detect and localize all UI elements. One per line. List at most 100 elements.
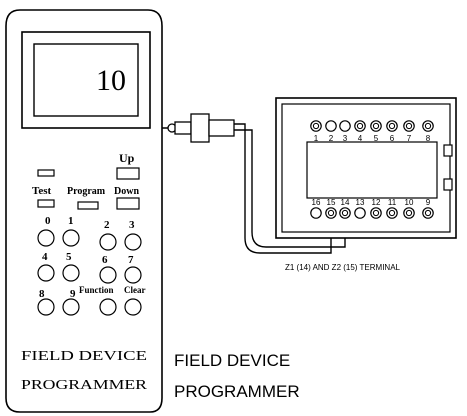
test-key-label: Test	[32, 185, 51, 197]
down-key[interactable]	[116, 197, 140, 210]
top-terminal-4: 4	[354, 120, 366, 143]
top-terminal-2: 2	[325, 120, 337, 143]
key-5[interactable]	[62, 264, 80, 282]
top-terminal-5-label: 5	[374, 134, 379, 143]
terminal-tab-top	[443, 144, 453, 157]
caption-line2: PROGRAMMER	[174, 382, 300, 401]
top-terminal-7-label: 7	[407, 134, 412, 143]
key-6-label: 6	[102, 254, 108, 266]
plug-handle	[208, 119, 235, 137]
bottom-terminal-15: 15	[325, 198, 337, 219]
bottom-terminal-14-label: 14	[341, 198, 350, 207]
key-0[interactable]	[37, 229, 55, 247]
top-terminal-3-label: 3	[343, 134, 348, 143]
key-1-label: 1	[68, 215, 74, 227]
bottom-terminal-10-screw	[405, 209, 413, 217]
bottom-terminal-15-screw	[327, 209, 335, 217]
terminal-center-panel	[306, 141, 438, 199]
clear-key-label: Clear	[124, 285, 146, 295]
program-key[interactable]	[77, 201, 99, 210]
key-7-label: 7	[128, 254, 134, 266]
top-terminal-5-screw	[372, 122, 380, 130]
top-terminal-8-screw	[424, 122, 432, 130]
display-value: 10	[96, 64, 126, 97]
bottom-terminal-13-ring	[354, 207, 366, 219]
test-key[interactable]	[37, 199, 55, 208]
key-8[interactable]	[37, 298, 55, 316]
bottom-terminal-13-label: 13	[356, 198, 365, 207]
device-title-line1: FIELD DEVICE	[21, 349, 147, 364]
key-8-label: 8	[39, 288, 45, 300]
bottom-terminal-10-label: 10	[405, 198, 414, 207]
top-terminal-4-label: 4	[358, 134, 363, 143]
bottom-terminal-12-screw	[372, 209, 380, 217]
top-terminal-7-screw	[405, 122, 413, 130]
top-terminal-3-ring	[339, 120, 351, 132]
top-terminal-4-screw	[356, 122, 364, 130]
clear-key[interactable]	[124, 298, 142, 316]
up-key-label: Up	[119, 151, 135, 165]
caption-line1: FIELD DEVICE	[174, 351, 290, 370]
top-terminal-1-screw	[312, 122, 320, 130]
program-key-label: Program	[67, 186, 106, 197]
function-key[interactable]	[99, 298, 117, 316]
bottom-terminal-9-label: 9	[426, 198, 431, 207]
terminal-caption: Z1 (14) AND Z2 (15) TERMINAL	[285, 263, 401, 272]
top-terminal-5: 5	[370, 120, 382, 143]
top-terminal-1: 1	[310, 120, 322, 143]
terminal-tab-bottom	[443, 178, 453, 191]
plug-body	[190, 113, 210, 143]
key-4-label: 4	[42, 251, 48, 263]
bottom-terminal-14-screw	[341, 209, 349, 217]
key-2[interactable]	[99, 233, 117, 251]
key-4[interactable]	[37, 264, 55, 282]
key-7[interactable]	[124, 266, 142, 284]
up-key[interactable]	[116, 167, 140, 180]
top-terminal-1-label: 1	[314, 134, 319, 143]
key-9[interactable]	[62, 298, 80, 316]
bottom-terminal-14: 14	[339, 198, 351, 219]
down-key-label: Down	[114, 186, 139, 197]
key-3[interactable]	[124, 233, 142, 251]
key-3-label: 3	[129, 219, 135, 231]
top-terminal-8: 8	[422, 120, 434, 143]
key-1[interactable]	[62, 229, 80, 247]
key-2-label: 2	[104, 219, 110, 231]
top-terminal-6-screw	[388, 122, 396, 130]
top-terminal-2-label: 2	[329, 134, 334, 143]
function-key-label: Function	[79, 285, 114, 295]
top-terminal-8-label: 8	[426, 134, 431, 143]
top-terminal-2-ring	[325, 120, 337, 132]
top-terminal-6: 6	[386, 120, 398, 143]
plug-sleeve	[174, 121, 192, 135]
bottom-terminal-13: 13	[354, 198, 366, 219]
key-0-label: 0	[45, 215, 51, 227]
bottom-terminal-9: 9	[422, 198, 434, 219]
bottom-terminal-16: 16	[310, 198, 322, 219]
bottom-terminal-11-label: 11	[388, 198, 397, 207]
top-terminal-6-label: 6	[390, 134, 395, 143]
bottom-terminal-12: 12	[370, 198, 382, 219]
programmer-device: 10 Up Test Program Down 0 1 2 3 4 5 6 7 …	[5, 9, 163, 413]
top-terminal-7: 7	[403, 120, 415, 143]
key-9-label: 9	[70, 288, 76, 300]
bottom-terminal-11: 11	[386, 198, 398, 219]
key-5-label: 5	[66, 251, 72, 263]
display-screen	[33, 43, 139, 117]
bottom-terminal-9-screw	[424, 209, 432, 217]
terminal-bottom-row: 16 15 14 13 12 11 10 9	[310, 198, 434, 219]
top-terminal-3: 3	[339, 120, 351, 143]
key-6[interactable]	[99, 266, 117, 284]
test-indicator	[37, 169, 55, 177]
bottom-terminal-10: 10	[403, 198, 415, 219]
bottom-terminal-11-screw	[388, 209, 396, 217]
bottom-terminal-12-label: 12	[372, 198, 381, 207]
bottom-terminal-16-ring	[310, 207, 322, 219]
connector-plug	[162, 113, 346, 254]
bottom-terminal-15-label: 15	[327, 198, 336, 207]
bottom-terminal-16-label: 16	[312, 198, 321, 207]
cable	[162, 123, 346, 254]
